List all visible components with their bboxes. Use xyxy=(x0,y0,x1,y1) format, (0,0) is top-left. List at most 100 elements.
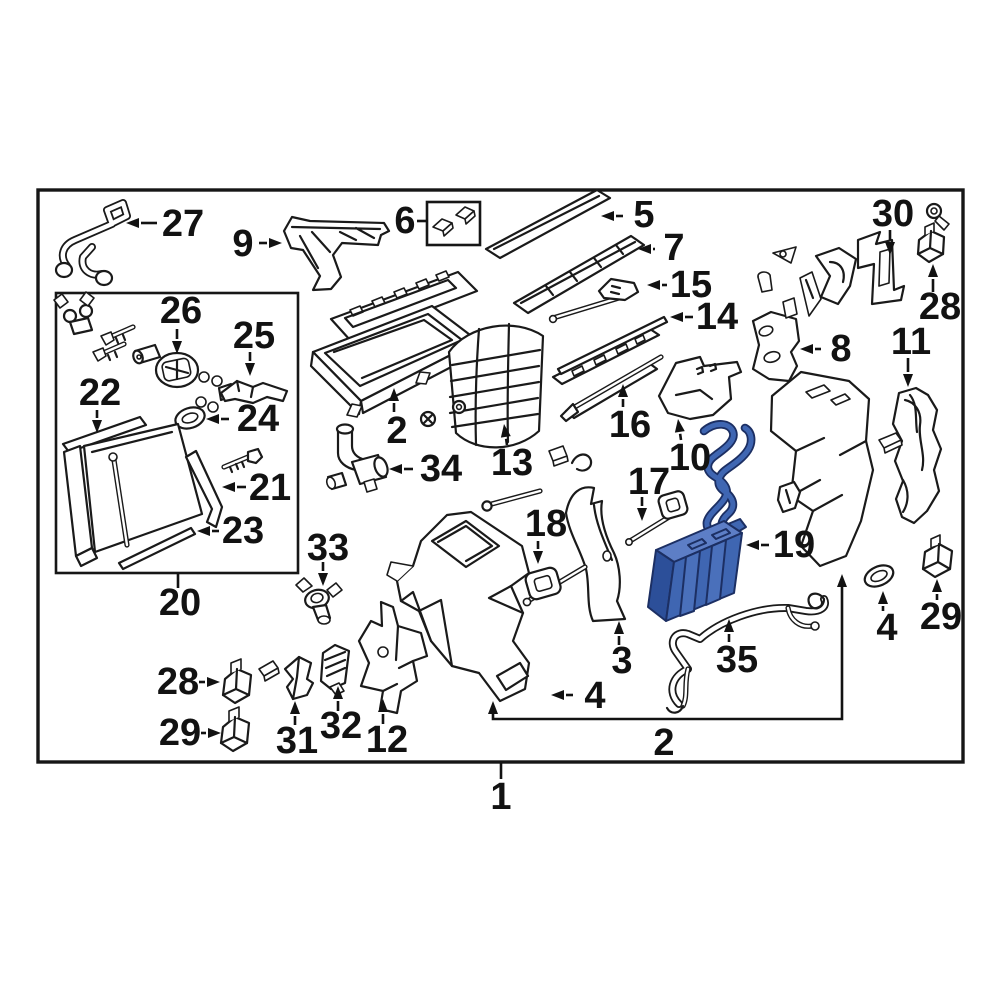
arrowhead xyxy=(618,384,628,397)
part-label-27: 27 xyxy=(162,203,204,245)
arrowhead xyxy=(378,699,388,712)
part-label-11: 11 xyxy=(891,321,931,363)
part-5-cover-drawing xyxy=(484,188,612,260)
part-13-drum-drawing xyxy=(419,322,545,449)
part-label-1: 1 xyxy=(490,776,511,818)
part-label-13: 13 xyxy=(491,442,533,484)
arrowhead xyxy=(647,280,660,290)
part-label-29: 29 xyxy=(159,712,201,754)
arrowhead xyxy=(222,482,235,492)
arrowhead xyxy=(800,344,813,354)
part-label-28: 28 xyxy=(919,286,961,328)
part-28-actuator-bl-drawing xyxy=(221,658,253,705)
part-label-8: 8 xyxy=(830,328,851,370)
part-29-actuator-bl-drawing xyxy=(219,706,251,753)
arrowhead xyxy=(290,701,300,714)
part-label-34: 34 xyxy=(420,448,462,490)
part-6-frame xyxy=(425,200,482,247)
arrowhead xyxy=(903,374,913,387)
bracket-arrowhead xyxy=(837,574,847,587)
arrowhead xyxy=(885,242,895,255)
part-label-31: 31 xyxy=(276,720,318,762)
arrowhead xyxy=(638,244,651,254)
part-6-clips-drawing xyxy=(432,206,476,237)
part-label-23: 23 xyxy=(222,510,264,552)
part-label-21: 21 xyxy=(249,467,291,509)
part-label-18: 18 xyxy=(525,503,567,545)
arrowhead xyxy=(245,363,255,376)
part-27-hose-drawing xyxy=(54,199,131,287)
part-19-heater-core-highlighted xyxy=(647,420,756,622)
arrowhead xyxy=(601,211,614,221)
part-label-14: 14 xyxy=(696,296,738,338)
arrowhead xyxy=(928,264,938,277)
part-label-26: 26 xyxy=(160,290,202,332)
arrowhead xyxy=(197,526,210,536)
part-label-10: 10 xyxy=(669,437,711,479)
sensor-rod-drawing xyxy=(481,445,593,512)
part-32-connector-drawing xyxy=(319,643,351,696)
part-label-3: 3 xyxy=(611,640,632,682)
expansion-valve-drawing xyxy=(53,291,95,336)
part-23-strip-drawing xyxy=(117,526,197,571)
arrowhead xyxy=(269,238,282,248)
part-label-2: 2 xyxy=(386,410,407,452)
part-label-30: 30 xyxy=(872,193,914,235)
part-label-6: 6 xyxy=(394,200,415,242)
part-label-4: 4 xyxy=(876,607,897,649)
bracket-arrowhead xyxy=(488,701,498,714)
part-24-grommet-drawing xyxy=(174,406,206,430)
part-label-17: 17 xyxy=(628,461,670,503)
arrowhead xyxy=(389,388,399,401)
part-14-strip-drawing xyxy=(551,315,669,386)
part-9-bracket-drawing xyxy=(282,215,391,292)
arrowhead xyxy=(92,420,102,433)
part-26-grommet-drawing xyxy=(154,351,200,389)
part-label-5: 5 xyxy=(633,194,654,236)
callout-arrow-13 xyxy=(504,438,509,446)
arrowhead xyxy=(533,551,543,564)
part-22-evaporator-drawing xyxy=(61,415,204,568)
part-10-bracket-drawing xyxy=(657,355,743,421)
part-30-bracket-drawing xyxy=(856,202,950,306)
arrowhead xyxy=(389,464,402,474)
part-33-valve-drawing xyxy=(295,577,343,625)
part-35-harness-drawing xyxy=(665,592,829,714)
part-21-bolt-and-strip-drawing xyxy=(184,447,264,529)
part-31-bracket-drawing xyxy=(283,655,315,701)
part-label-22: 22 xyxy=(79,372,121,414)
callout-arrow-10 xyxy=(678,433,683,441)
part-7-filter-drawing xyxy=(512,234,646,315)
arrowhead xyxy=(614,621,624,634)
part-3-duct-drawing xyxy=(564,486,627,623)
arrowhead xyxy=(878,591,888,604)
part-label-20: 20 xyxy=(159,582,201,624)
part-11-insulator-drawing xyxy=(891,386,943,525)
part-29-actuator-right-drawing xyxy=(921,534,954,579)
part-label-35: 35 xyxy=(716,639,758,681)
outer-frame xyxy=(36,188,965,764)
part-label-19: 19 xyxy=(773,524,815,566)
arrowhead xyxy=(206,414,219,424)
arrowhead xyxy=(126,218,139,228)
arrowhead xyxy=(932,579,942,592)
part-label-25: 25 xyxy=(233,315,275,357)
part-label-4: 4 xyxy=(584,675,605,717)
arrowhead xyxy=(551,690,564,700)
part-label-33: 33 xyxy=(307,527,349,569)
arrowhead xyxy=(674,419,685,433)
arrowhead xyxy=(333,686,343,699)
arrowhead xyxy=(746,540,759,550)
part-18-rod-grommet-drawing xyxy=(522,564,588,607)
part-34-pipe-drawing xyxy=(325,423,389,493)
arrowhead xyxy=(500,424,511,438)
arrowhead xyxy=(208,728,221,738)
small-cam-parts-drawing xyxy=(757,246,858,319)
mount-bolts-drawing xyxy=(92,324,162,365)
group-brackets xyxy=(488,574,847,721)
part-25-lever-drawing xyxy=(217,379,289,405)
part-label-7: 7 xyxy=(663,227,684,269)
